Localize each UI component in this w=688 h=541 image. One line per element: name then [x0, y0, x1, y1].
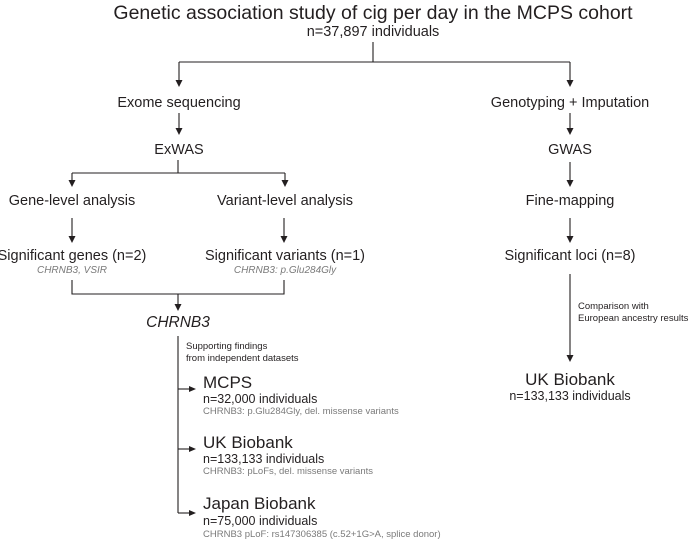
arrowhead-finemap [566, 180, 574, 187]
uk-biobank-replication-name: UK Biobank [525, 370, 615, 389]
dataset-name: Japan Biobank [203, 494, 316, 513]
arrowhead-gwas [566, 128, 574, 135]
arrowhead-exwas [175, 128, 183, 135]
significant-variants-node: Significant variants (n=1) [205, 248, 365, 264]
arrowhead-ukb-replication [566, 355, 574, 362]
dataset-japan-biobank: Japan Biobank n=75,000 individuals CHRNB… [203, 494, 441, 541]
dataset-detail: CHRNB3 pLoF: rs147306385 (c.52+1G>A, spl… [203, 529, 441, 540]
arrowhead-japan [189, 510, 196, 516]
supporting-findings-line1: Supporting findings [186, 341, 268, 352]
supporting-findings-line2: from independent datasets [186, 353, 299, 364]
variant-level-analysis-node: Variant-level analysis [217, 193, 353, 209]
connector-merge-bracket [71, 280, 285, 295]
significant-genes-node: Significant genes (n=2) [0, 248, 147, 264]
arrowhead-loci [566, 236, 574, 243]
supporting-findings-note: Supporting findings from independent dat… [186, 341, 299, 365]
dataset-size: n=32,000 individuals [203, 392, 318, 406]
arrowhead-chrnb3 [174, 304, 182, 311]
arrowhead-variant-level [281, 180, 289, 187]
dataset-detail: CHRNB3: p.Glu284Gly, del. missense varia… [203, 406, 399, 417]
fine-mapping-node: Fine-mapping [525, 193, 615, 209]
exwas-node: ExWAS [154, 142, 204, 158]
significant-loci-node: Significant loci (n=8) [504, 248, 636, 264]
dataset-size: n=75,000 individuals [203, 514, 318, 528]
arrowhead-sig-genes [68, 236, 76, 243]
comparison-note-line2: European ancestry results [578, 313, 688, 324]
exome-sequencing-node: Exome sequencing [117, 95, 241, 111]
arrowhead-sig-variants [280, 236, 288, 243]
dataset-uk-biobank: UK Biobank n=133,133 individuals CHRNB3:… [203, 433, 373, 478]
significant-variants-detail: CHRNB3: p.Glu284Gly [233, 265, 337, 276]
comparison-note-line1: Comparison with [578, 301, 649, 312]
chrnb3-gene-node: CHRNB3 [146, 314, 210, 331]
uk-biobank-replication-size: n=133,133 individuals [509, 389, 631, 403]
diagram-title: Genetic association study of cig per day… [113, 2, 633, 24]
cohort-size: n=37,897 individuals [306, 24, 440, 40]
dataset-mcps: MCPS n=32,000 individuals CHRNB3: p.Glu2… [203, 373, 399, 418]
dataset-size: n=133,133 individuals [203, 452, 325, 466]
arrowhead-gene-level [68, 180, 76, 187]
gene-level-analysis-node: Gene-level analysis [8, 193, 136, 209]
arrowhead-mcps [189, 386, 196, 392]
dataset-name: UK Biobank [203, 433, 293, 452]
dataset-detail: CHRNB3: pLoFs, del. missense variants [203, 466, 374, 477]
genotyping-imputation-node: Genotyping + Imputation [490, 95, 650, 111]
comparison-note: Comparison with European ancestry result… [578, 301, 688, 325]
gwas-node: GWAS [548, 142, 592, 158]
arrowhead-ukb [189, 446, 196, 452]
arrowhead-genotyping [566, 80, 574, 87]
dataset-name: MCPS [203, 373, 253, 392]
significant-genes-detail: CHRNB3, VSIR [36, 265, 108, 276]
arrowhead-exome [175, 80, 183, 87]
